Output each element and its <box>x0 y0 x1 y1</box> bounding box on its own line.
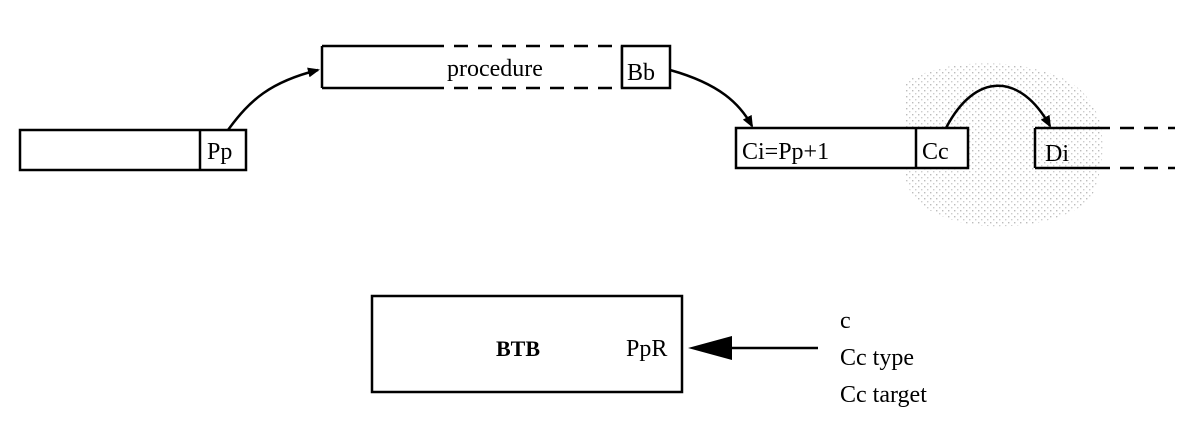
arrow-pp-to-procedure <box>226 67 320 131</box>
note-cc-target: Cc target <box>840 382 927 408</box>
block-procedure: procedure Bb <box>320 44 672 90</box>
procedure-label: procedure <box>447 56 543 82</box>
btb-label: BTB <box>496 336 540 361</box>
arrow-into-ppr <box>688 336 818 360</box>
btb-notes: c Cc type Cc target <box>840 308 927 408</box>
ci-label: Ci=Pp+1 <box>742 139 829 165</box>
note-cc-type: Cc type <box>840 345 914 371</box>
cc-label: Cc <box>922 139 949 165</box>
block-pp: Pp <box>18 128 248 172</box>
block-btb: BTB PpR <box>370 294 684 394</box>
di-label: Di <box>1045 141 1069 167</box>
pp-label: Pp <box>207 139 232 165</box>
bb-label: Bb <box>627 60 655 86</box>
block-di: Di <box>1033 126 1175 170</box>
block-ci: Ci=Pp+1 Cc <box>734 126 970 170</box>
shaded-region <box>905 63 1103 227</box>
ppr-label: PpR <box>626 336 667 362</box>
arrow-bb-to-ci <box>669 68 754 128</box>
note-c: c <box>840 308 851 334</box>
arrow-cc-to-di <box>944 84 1052 129</box>
